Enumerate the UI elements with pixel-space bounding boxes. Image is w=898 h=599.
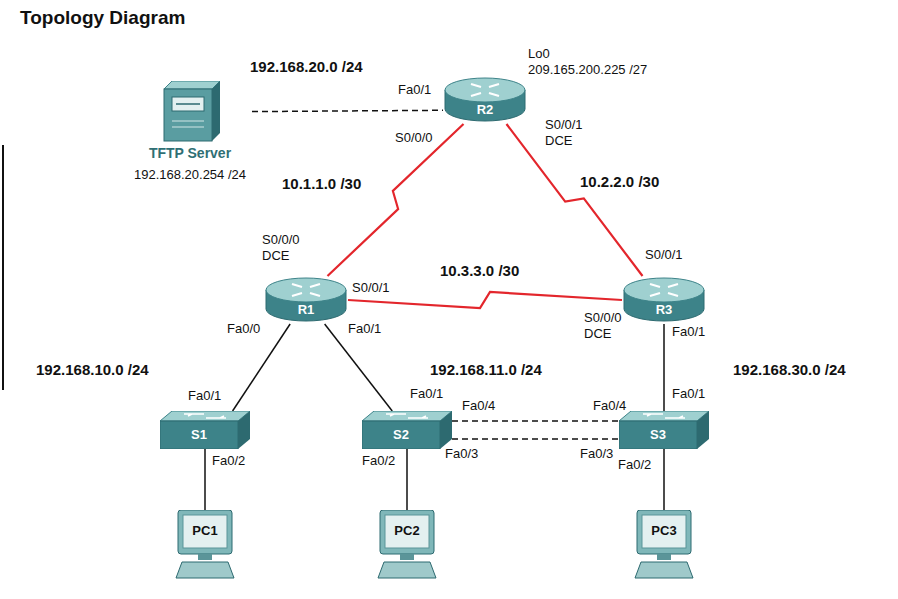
network-address: 10.2.2.0 /30 <box>580 173 659 190</box>
interface-label: Lo0 <box>528 46 550 61</box>
ethernet-link <box>233 324 291 411</box>
network-address: 192.168.20.0 /24 <box>250 58 363 75</box>
device-label: S3 <box>619 427 697 442</box>
device-label: TFTP Server <box>128 145 252 161</box>
interface-label: DCE <box>545 133 572 148</box>
network-address: 10.3.3.0 /30 <box>440 262 519 279</box>
device-label: 192.168.20.254 /24 <box>128 167 252 182</box>
serial-link <box>327 124 463 276</box>
interface-label: Fa0/3 <box>580 446 613 461</box>
dashed-link <box>452 438 619 440</box>
device-label: PC3 <box>633 523 695 538</box>
network-address: 10.1.1.0 /30 <box>282 175 361 192</box>
device-label: R3 <box>622 302 706 317</box>
interface-label: DCE <box>584 326 611 341</box>
ethernet-link <box>663 324 665 411</box>
pc-icon: PC1 <box>174 510 236 580</box>
ethernet-link <box>663 449 665 510</box>
interface-label: Fa0/1 <box>410 386 443 401</box>
interface-label: S0/0/0 <box>395 130 433 145</box>
network-address: 192.168.11.0 /24 <box>430 361 542 378</box>
interface-label: S0/0/1 <box>545 117 583 132</box>
interface-label: Fa0/4 <box>462 398 495 413</box>
interface-label: Fa0/1 <box>672 386 705 401</box>
interface-label: Fa0/2 <box>618 457 651 472</box>
device-label: S2 <box>362 427 440 442</box>
interface-label: S0/0/0 <box>584 310 622 325</box>
interface-label: S0/0/1 <box>352 280 390 295</box>
interface-label: 209.165.200.225 /27 <box>528 62 647 77</box>
interface-label: S0/0/0 <box>262 232 300 247</box>
router-icon: R3 <box>622 276 706 324</box>
interface-label: Fa0/2 <box>212 453 245 468</box>
router-icon: R2 <box>443 76 527 124</box>
interface-label: Fa0/1 <box>188 388 221 403</box>
interface-label: Fa0/2 <box>362 453 395 468</box>
pc-icon: PC2 <box>376 510 438 580</box>
network-address: 192.168.30.0 /24 <box>733 361 846 378</box>
margin-line <box>2 145 4 390</box>
network-address: 192.168.10.0 /24 <box>36 361 149 378</box>
switch-icon: S1 <box>160 411 250 449</box>
ethernet-link <box>406 449 408 510</box>
serial-link <box>506 124 642 276</box>
pc-icon-shape <box>174 510 236 580</box>
interface-label: Fa0/1 <box>348 321 381 336</box>
device-label: S1 <box>160 427 238 442</box>
interface-label: DCE <box>262 248 289 263</box>
switch-icon: S3 <box>619 411 709 449</box>
ethernet-link <box>204 449 206 510</box>
diagram-title: Topology Diagram <box>20 7 185 29</box>
interface-label: Fa0/3 <box>445 446 478 461</box>
pc-icon-shape <box>633 510 695 580</box>
ethernet-link <box>325 324 393 411</box>
server-icon: TFTP Server 192.168.20.254 /24 <box>128 81 252 191</box>
router-icon: R1 <box>264 276 348 324</box>
interface-label: S0/0/1 <box>645 247 683 262</box>
switch-icon: S2 <box>362 411 452 449</box>
interface-label: Fa0/1 <box>398 82 431 97</box>
pc-icon-shape <box>376 510 438 580</box>
dashed-link <box>452 420 619 422</box>
device-label: PC1 <box>174 523 236 538</box>
interface-label: Fa0/0 <box>227 321 260 336</box>
dashed-link <box>252 110 443 111</box>
interface-label: Fa0/4 <box>593 398 626 413</box>
interface-label: Fa0/1 <box>672 324 705 339</box>
device-label: R2 <box>443 102 527 117</box>
device-label: PC2 <box>376 523 438 538</box>
device-label: R1 <box>264 302 348 317</box>
pc-icon: PC3 <box>633 510 695 580</box>
